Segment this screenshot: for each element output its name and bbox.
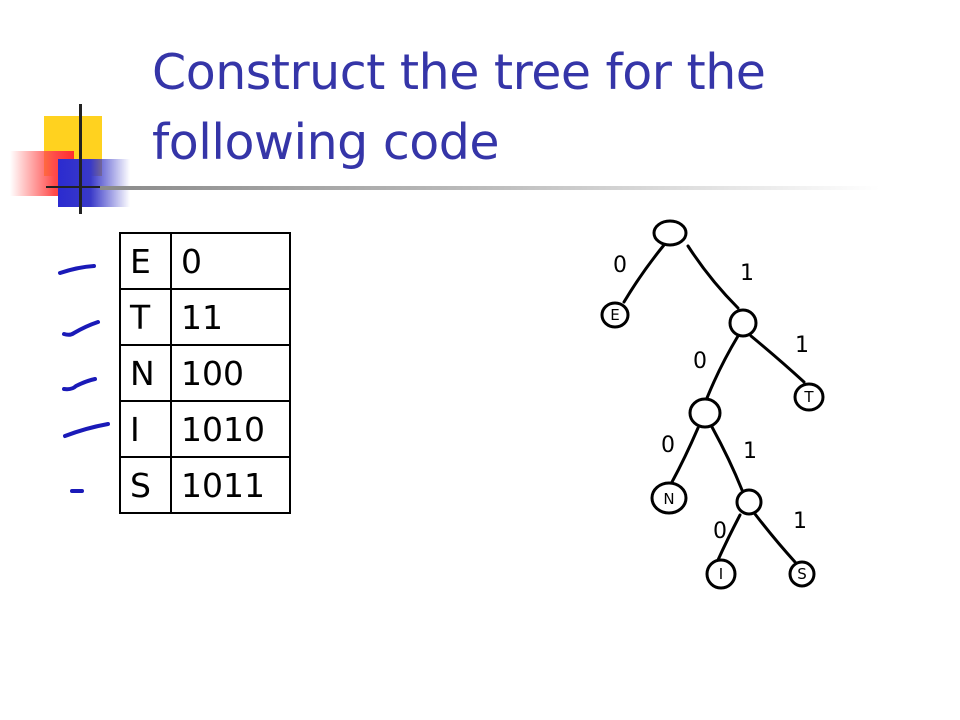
table-row: N 100: [119, 344, 291, 402]
table-row: T 11: [119, 288, 291, 346]
tree-node-10: [688, 397, 722, 429]
code-tree-drawing: E T N I S 0 1 0 1 0 1 0 1: [600, 219, 825, 590]
tree-edge-n10-N: [670, 426, 700, 484]
slide-title: Construct the tree for the following cod…: [152, 38, 766, 178]
handwritten-check-marks: [58, 264, 110, 493]
tree-leaf-N: [650, 481, 688, 515]
check-mark-row-4: [63, 422, 110, 438]
symbol-cell: T: [119, 288, 172, 346]
tree-edge-n101-S: [753, 512, 797, 564]
slide-title-line-1: Construct the tree for the: [152, 44, 766, 101]
logo-blue-square: [58, 159, 130, 207]
code-cell: 1010: [170, 400, 291, 458]
tree-node-root: [652, 219, 688, 247]
tree-edge-label-root-n1: 1: [740, 261, 754, 286]
tree-edge-n101-I: [716, 513, 742, 562]
tree-leaf-E: [600, 301, 630, 329]
slide-title-line-2: following code: [152, 114, 500, 171]
tree-leaf-S: [788, 560, 816, 588]
tree-leaf-letter-E: E: [610, 306, 619, 324]
check-mark-row-3: [62, 377, 97, 392]
tree-edge-label-n10-n101: 1: [743, 439, 757, 464]
tree-edge-label-n10-N: 0: [661, 433, 675, 458]
table-row: E 0: [119, 232, 291, 290]
tree-node-101: [735, 488, 763, 516]
tree-leaf-letter-N: N: [663, 490, 674, 508]
tree-leaf-letter-S: S: [797, 565, 807, 583]
code-cell: 0: [170, 232, 291, 290]
corner-logo-decoration: [0, 0, 140, 230]
code-cell: 100: [170, 344, 291, 402]
check-mark-row-2: [62, 320, 100, 337]
logo-horizontal-line: [46, 186, 106, 188]
tree-edge-label-n1-T: 1: [795, 333, 809, 358]
tree-leaf-letter-I: I: [719, 565, 723, 583]
tree-edge-n1-n10: [705, 334, 740, 400]
code-cell: 1011: [170, 456, 291, 514]
symbol-cell: N: [119, 344, 172, 402]
table-row: S 1011: [119, 456, 291, 514]
title-underline: [100, 186, 880, 190]
tree-leaf-I: [705, 558, 737, 590]
table-row: I 1010: [119, 400, 291, 458]
tree-edge-label-n101-I: 0: [713, 519, 727, 544]
tree-leaf-T: [793, 382, 825, 412]
code-table: E 0 T 11 N 100 I 1010 S 1011: [119, 232, 291, 514]
symbol-cell: I: [119, 400, 172, 458]
tree-leaf-letter-T: T: [803, 388, 814, 406]
tree-edge-root-n1: [686, 244, 740, 310]
tree-edge-n1-T: [749, 334, 806, 384]
tree-node-1: [728, 308, 758, 338]
symbol-cell: E: [119, 232, 172, 290]
tree-edge-root-E: [622, 243, 666, 304]
symbol-cell: S: [119, 456, 172, 514]
tree-edge-label-n101-S: 1: [793, 509, 807, 534]
check-mark-row-1: [58, 264, 96, 275]
tree-edge-label-root-E: 0: [613, 253, 627, 278]
tree-edge-n10-n101: [710, 425, 744, 492]
code-cell: 11: [170, 288, 291, 346]
tree-edge-label-n1-n10: 0: [693, 349, 707, 374]
logo-vertical-line: [79, 104, 82, 214]
